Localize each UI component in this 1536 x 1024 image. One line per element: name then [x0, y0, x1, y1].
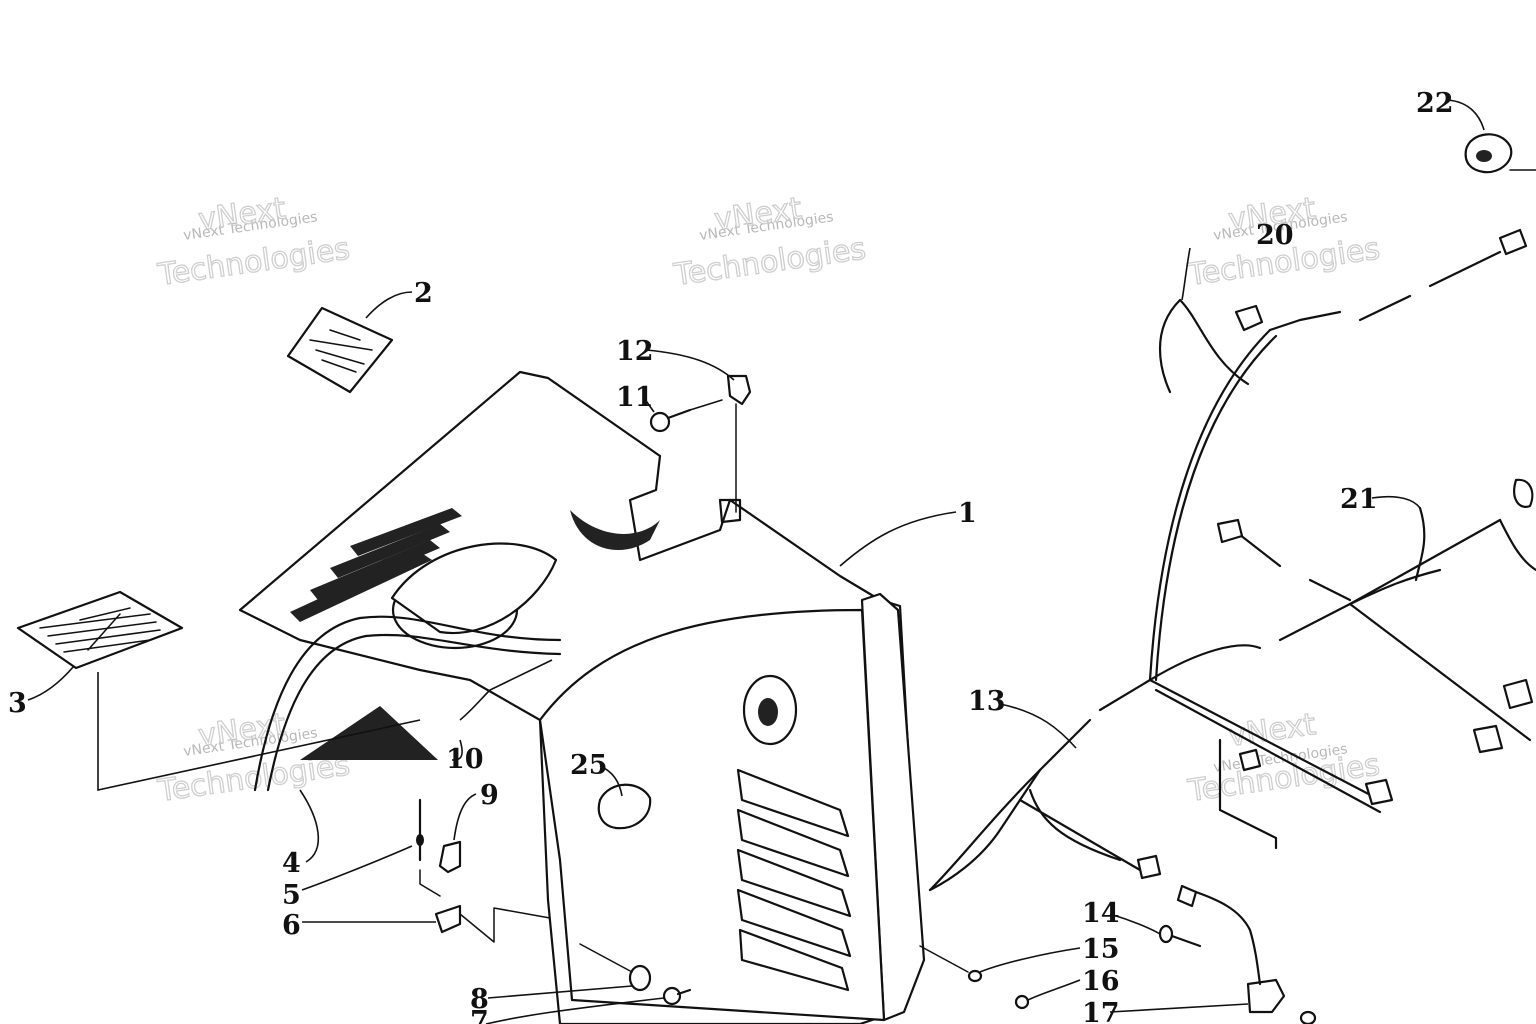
washer-15 — [919, 945, 983, 983]
callout-8: 8 — [470, 984, 489, 1015]
callout-22: 22 — [1416, 88, 1454, 119]
bracket-6 — [434, 904, 551, 943]
screw-14 — [1158, 924, 1202, 948]
callout-11: 11 — [616, 382, 654, 413]
decal-3 — [16, 590, 184, 670]
screw-5 — [416, 798, 441, 897]
callout-14: 14 — [1082, 898, 1120, 929]
washer-8 — [579, 943, 652, 992]
callout-15: 15 — [1082, 934, 1120, 965]
callout-13: 13 — [968, 686, 1006, 717]
clamp-22 — [1464, 133, 1536, 174]
leader-lines — [27, 99, 1485, 1024]
left-vents — [290, 508, 462, 622]
console-panel — [238, 370, 926, 1024]
screw-11 — [649, 399, 723, 433]
screw-16 — [1014, 994, 1030, 1010]
switch-17 — [1176, 884, 1317, 1024]
callout-20: 20 — [1256, 220, 1294, 251]
callout-16: 16 — [1082, 966, 1120, 997]
wiring-harness — [928, 228, 1536, 892]
callout-10: 10 — [446, 744, 484, 775]
callout-5: 5 — [282, 880, 301, 911]
callout-21: 21 — [1340, 484, 1378, 515]
screw-7 — [662, 986, 692, 1006]
callout-25: 25 — [570, 750, 608, 781]
callout-3: 3 — [8, 688, 27, 719]
callout-17: 17 — [1082, 998, 1120, 1024]
decal-2 — [286, 306, 394, 394]
callout-9: 9 — [480, 780, 499, 811]
watermark-top-center: vNext Technologies vNext Technologies — [671, 190, 869, 293]
watermark-top-left: vNext Technologies vNext Technologies — [155, 190, 353, 293]
callout-12: 12 — [616, 336, 654, 367]
callout-6: 6 — [282, 910, 301, 941]
callout-4: 4 — [282, 848, 301, 879]
callout-1: 1 — [958, 498, 977, 529]
bracket-12 — [726, 374, 752, 513]
callout-numbers: 1 2 3 4 5 6 7 8 9 10 11 12 13 14 15 16 1… — [8, 88, 1454, 1024]
front-vents — [736, 768, 852, 992]
callout-7: 7 — [470, 1006, 489, 1024]
callout-2: 2 — [414, 278, 433, 309]
clip-9 — [438, 840, 462, 874]
